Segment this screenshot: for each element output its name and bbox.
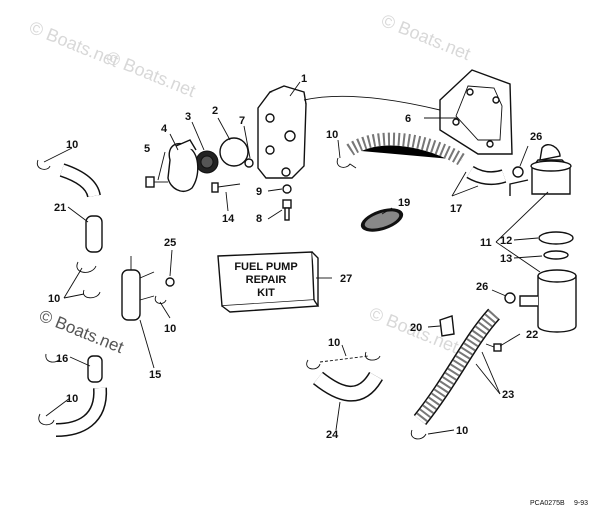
label-27: 27 — [340, 273, 352, 285]
label-9: 9 — [256, 186, 262, 198]
label-15: 15 — [149, 369, 161, 381]
label-4: 4 — [161, 123, 168, 135]
label-22: 22 — [526, 329, 538, 341]
clamp — [76, 261, 97, 273]
screw-22 — [485, 343, 502, 352]
label-10-e: 10 — [66, 393, 78, 405]
screw-5 — [145, 176, 168, 188]
o-ring-12 — [538, 231, 574, 245]
gasket-plate — [439, 69, 513, 155]
label-10-d: 10 — [164, 323, 176, 335]
cap-25 — [165, 277, 175, 287]
clamp — [36, 159, 51, 170]
label-13: 13 — [500, 253, 512, 265]
drawing-code: PCA0275B — [530, 500, 565, 507]
label-14: 14 — [222, 213, 235, 225]
fuel-hose-17 — [346, 132, 507, 186]
clamp — [154, 295, 167, 304]
fuel-pump-body — [257, 85, 307, 179]
label-10-c: 10 — [48, 293, 60, 305]
label-12: 12 — [500, 235, 512, 247]
left-hoses — [55, 163, 108, 437]
label-19: 19 — [398, 197, 410, 209]
label-2: 2 — [212, 105, 218, 117]
filter-screen — [195, 150, 219, 174]
label-10-f: 10 — [328, 337, 340, 349]
o-ring-9 — [282, 184, 292, 194]
label-17: 17 — [450, 203, 462, 215]
o-ring-13 — [543, 250, 569, 260]
label-5: 5 — [144, 143, 150, 155]
kit-line-2: REPAIR — [246, 274, 287, 286]
leader-lines — [43, 81, 549, 435]
clamp — [306, 359, 321, 370]
label-3: 3 — [185, 111, 191, 123]
fitting-8 — [282, 199, 292, 221]
watermark: © Boats.net — [37, 306, 127, 357]
primer-fitting-15 — [121, 256, 155, 321]
screw-14 — [211, 182, 241, 193]
label-26-b: 26 — [476, 281, 488, 293]
clamp — [38, 413, 55, 426]
label-16: 16 — [56, 353, 68, 365]
label-21: 21 — [54, 202, 66, 214]
label-10-b: 10 — [326, 129, 338, 141]
fuel-hose-24 — [313, 371, 383, 402]
gasket-ring — [219, 137, 249, 167]
o-ring-7 — [244, 158, 254, 168]
label-7: 7 — [239, 115, 245, 127]
kit-line-3: KIT — [257, 287, 275, 299]
filter-housing-11 — [509, 144, 572, 196]
clamp-26b — [504, 292, 516, 304]
label-10-g: 10 — [456, 425, 468, 437]
clamp — [410, 429, 427, 440]
kit-line-1: FUEL PUMP — [234, 261, 297, 273]
filter-element-19 — [360, 208, 404, 232]
label-23: 23 — [502, 389, 514, 401]
label-20: 20 — [410, 322, 422, 334]
label-10-a: 10 — [66, 139, 78, 151]
clamp — [336, 157, 357, 169]
date-code: 9-93 — [574, 500, 588, 507]
label-8: 8 — [256, 213, 262, 225]
label-6: 6 — [405, 113, 411, 125]
pump-cover — [167, 139, 199, 192]
label-24: 24 — [326, 429, 339, 441]
label-11: 11 — [480, 237, 492, 249]
clamp-26 — [512, 166, 524, 178]
watermark: © Boats.net — [104, 47, 199, 101]
pump-hose-line — [303, 95, 441, 111]
repair-kit-box: FUEL PUMP REPAIR KIT — [217, 251, 320, 313]
label-26-a: 26 — [530, 131, 542, 143]
clamp — [45, 353, 61, 363]
label-25: 25 — [164, 237, 176, 249]
watermark: © Boats.net — [379, 10, 474, 64]
fuel-hose-23 — [413, 308, 500, 425]
part-labels: 1 2 3 4 5 6 7 8 9 10 10 10 10 10 10 10 1… — [48, 73, 542, 441]
clamp — [364, 351, 381, 361]
label-1: 1 — [301, 73, 307, 85]
clamp — [83, 289, 101, 299]
bracket-20 — [439, 315, 455, 337]
filter-bowl — [519, 269, 577, 333]
